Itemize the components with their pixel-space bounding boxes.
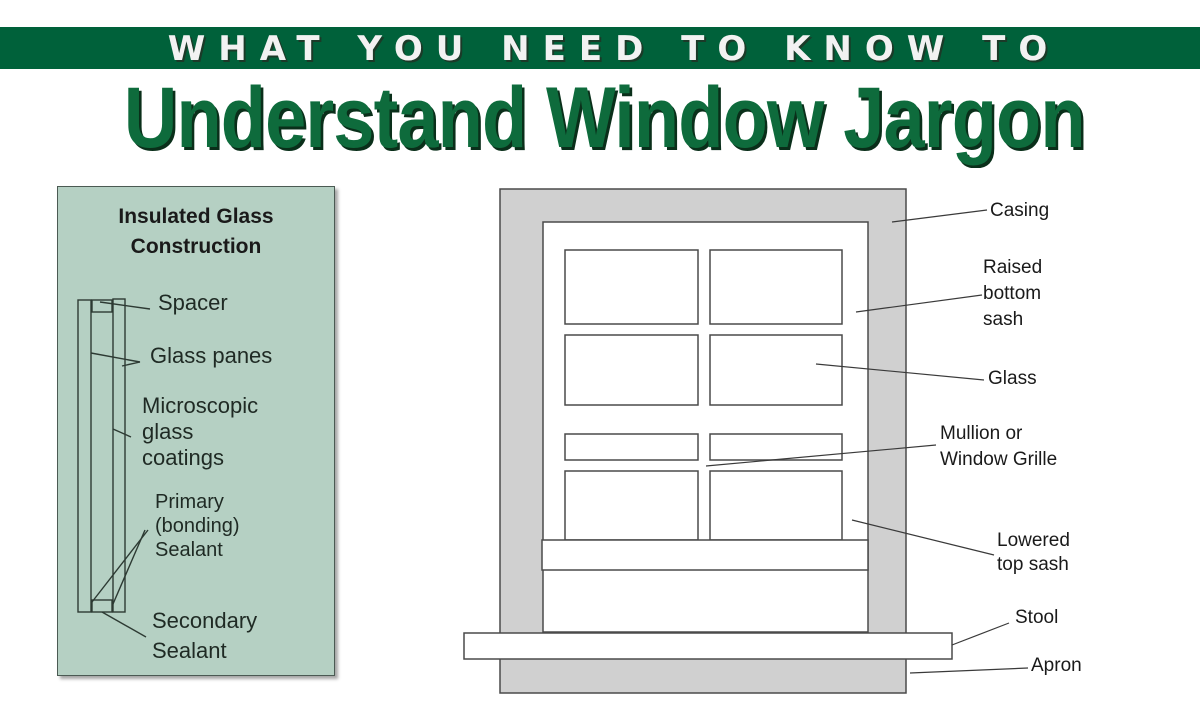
label-spacer: Spacer [158, 290, 228, 315]
spacer-bottom [91, 599, 113, 613]
label-secondary-sealant: Secondary Sealant [152, 608, 258, 663]
label-mullion: Mullion or Window Grille [940, 423, 1058, 470]
glass-pane-right [112, 298, 126, 613]
label-raised-bottom-sash: Raised bottom sash [983, 257, 1043, 330]
label-casing: Casing [990, 200, 1050, 221]
label-apron: Apron [1031, 655, 1082, 676]
stool [463, 632, 953, 660]
label-stool: Stool [1015, 607, 1059, 628]
header-banner [0, 27, 1200, 69]
panel-title: Insulated Glass Construction [118, 205, 274, 258]
label-primary-sealant: Primary (bonding) Sealant [155, 491, 240, 561]
insulated-glass-panel: Insulated Glass Construction [57, 186, 335, 676]
label-glass: Glass [988, 368, 1037, 389]
label-lowered-top-sash: Lowered top sash [997, 530, 1070, 575]
page-title: Understand Window Jargon [123, 70, 1086, 166]
meeting-rail [541, 539, 869, 571]
window-drawing [463, 188, 953, 694]
glass-section-drawing [77, 298, 151, 638]
label-coatings: Microscopic glass coatings [142, 393, 259, 470]
banner-text: WHAT YOU NEED TO KNOW TO [167, 29, 1061, 69]
glass-pane-left [77, 299, 92, 613]
spacer-top [91, 299, 113, 313]
label-glass-panes: Glass panes [150, 343, 273, 368]
